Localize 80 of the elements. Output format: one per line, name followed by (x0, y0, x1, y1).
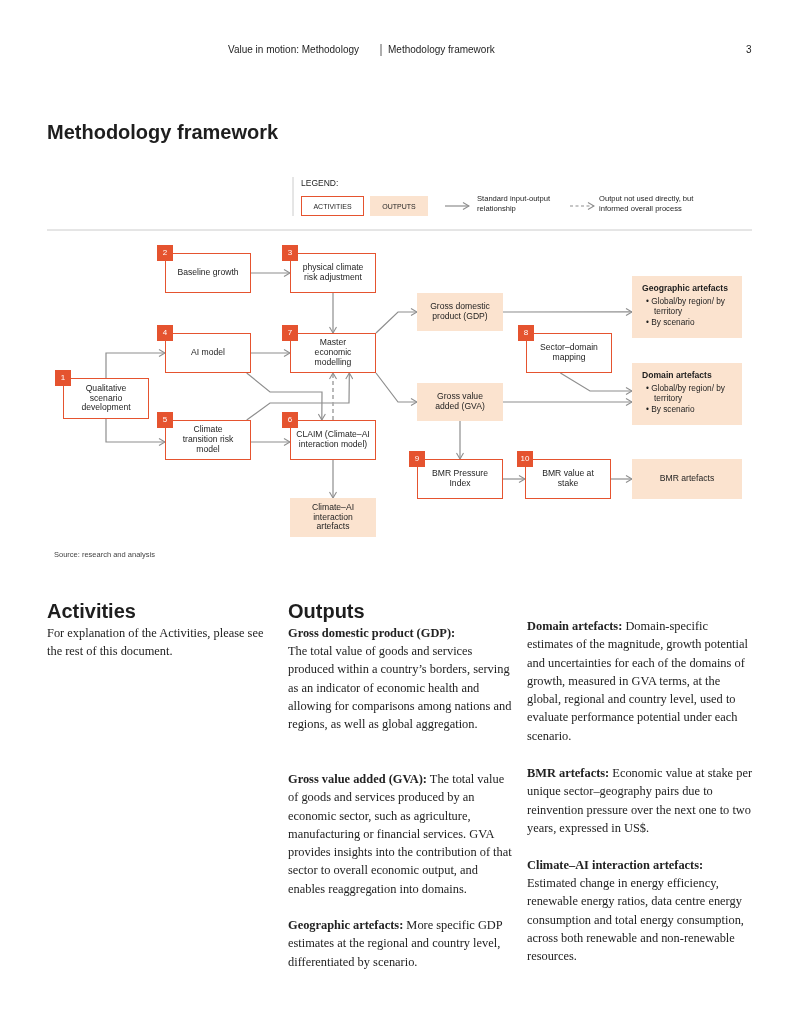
activity-box (165, 420, 251, 460)
paragraph: Geographic artefacts: More specific GDP estimates at the regional and country level, differentiated by scenario. (288, 917, 504, 971)
box-label: Gross value added (GVA) (434, 392, 486, 412)
arrow (455, 420, 465, 460)
section-heading: Outputs (288, 600, 365, 623)
arrow (559, 372, 633, 396)
section-heading: Activities (47, 600, 136, 623)
box-label: physical climate risk adjustment (301, 263, 365, 283)
bullet-item: • Global/by region/ by territory (646, 297, 726, 317)
paragraph: BMR artefacts: Economic value at stake per unique sector–geography pairs due to reinvention pressure over the next one to two years, expressed in US$. (527, 765, 753, 837)
bullet-item: • Global/by region/ by territory (646, 384, 726, 404)
arrow (250, 348, 291, 358)
bullet-item: • By scenario (646, 405, 696, 415)
box-heading: Geographic artefacts (642, 284, 728, 295)
paragraph: Domain artefacts: Domain-specific estimates of the magnitude, growth potential and uncertainties for each of the domains of growth, measured in GVA terms, at the global, regional and country level, used to evaluate performance potential under each scenario. (527, 618, 749, 745)
paragraph: Gross value added (GVA): The total value of goods and services produced by an economic sector, such as agriculture, manufacturing or financial services. GVA provides insights into the contribution of that sector to overall economic output, and enables reaggregation into domains. (288, 771, 513, 898)
number-badge: 6 (282, 412, 298, 428)
arrow (502, 307, 633, 316)
box-label: Climate transition risk model (181, 425, 235, 455)
output-box (632, 276, 742, 338)
page-title: Methodology framework (47, 121, 279, 144)
number-badge: 1 (55, 370, 71, 386)
number-badge: 8 (518, 325, 534, 341)
output-box (632, 363, 742, 425)
arrow (250, 268, 291, 278)
activity-box (290, 333, 376, 373)
arrow (328, 459, 338, 499)
number-badge: 10 (517, 451, 533, 467)
arrow (502, 397, 633, 407)
legend-title: LEGEND: (301, 178, 339, 188)
output-box (290, 498, 376, 537)
paragraph-heading: Climate–AI interaction artefacts: (527, 857, 705, 874)
number-badge: 9 (409, 451, 425, 467)
box-label: AI model (191, 348, 225, 358)
arrow (502, 474, 526, 484)
activity-box (165, 333, 251, 373)
header-text: Value in motion: Methodology (228, 44, 359, 55)
arrow (375, 372, 418, 407)
paragraph-heading: Gross domestic product (GDP): (288, 625, 457, 642)
header-text: Methodology framework (388, 44, 495, 55)
box-label: Climate–AI interaction artefacts (311, 502, 355, 533)
activity-box (290, 420, 376, 460)
box-label: Qualitative scenario development (80, 383, 132, 414)
activity-box (63, 378, 149, 419)
activity-box (417, 459, 503, 499)
box-label: Gross domestic product (GDP) (429, 302, 491, 322)
activity-box (526, 333, 612, 373)
activity-box (525, 459, 611, 499)
number-badge: 3 (282, 245, 298, 261)
page-number: 3 (746, 44, 752, 55)
number-badge: 7 (282, 325, 298, 341)
arrow (105, 348, 166, 379)
arrow (246, 372, 354, 421)
paragraph: Estimated change in energy efficiency, renewable energy ratios, data centre energy consumption and total energy consumption, across both renewable and non-renewable resources. (527, 875, 745, 966)
bullet-item: • By scenario (646, 318, 696, 328)
box-label: BMR Pressure Index (431, 469, 489, 489)
arrow (246, 372, 326, 421)
arrow (328, 292, 338, 334)
activity-box (165, 253, 251, 293)
box-label: BMR value at stake (541, 469, 595, 489)
output-box (417, 383, 503, 421)
box-heading: Domain artefacts (642, 371, 712, 382)
box-label: Master economic modelling (313, 338, 353, 368)
arrow (375, 307, 418, 334)
arrow (328, 372, 338, 421)
arrow (105, 418, 166, 447)
paragraph: For explanation of the Activities, please see the rest of this document. (47, 625, 265, 661)
paragraph: The total value of goods and services produced within a country’s borders, serving as an indicator of economic health and allowing for comparisons among nations and regions, as well as global aggregation. (288, 643, 513, 734)
box-label: Baseline growth (177, 268, 239, 278)
box-label: BMR artefacts (659, 474, 715, 484)
output-box (632, 459, 742, 499)
activity-box (290, 253, 376, 293)
arrow (250, 437, 291, 447)
box-label: Sector–domain mapping (539, 343, 599, 363)
number-badge: 5 (157, 412, 173, 428)
number-badge: 2 (157, 245, 173, 261)
number-badge: 4 (157, 325, 173, 341)
output-box (417, 293, 503, 331)
box-label: CLAIM (Climate–AI interaction model) (295, 430, 371, 450)
arrow (610, 474, 633, 484)
